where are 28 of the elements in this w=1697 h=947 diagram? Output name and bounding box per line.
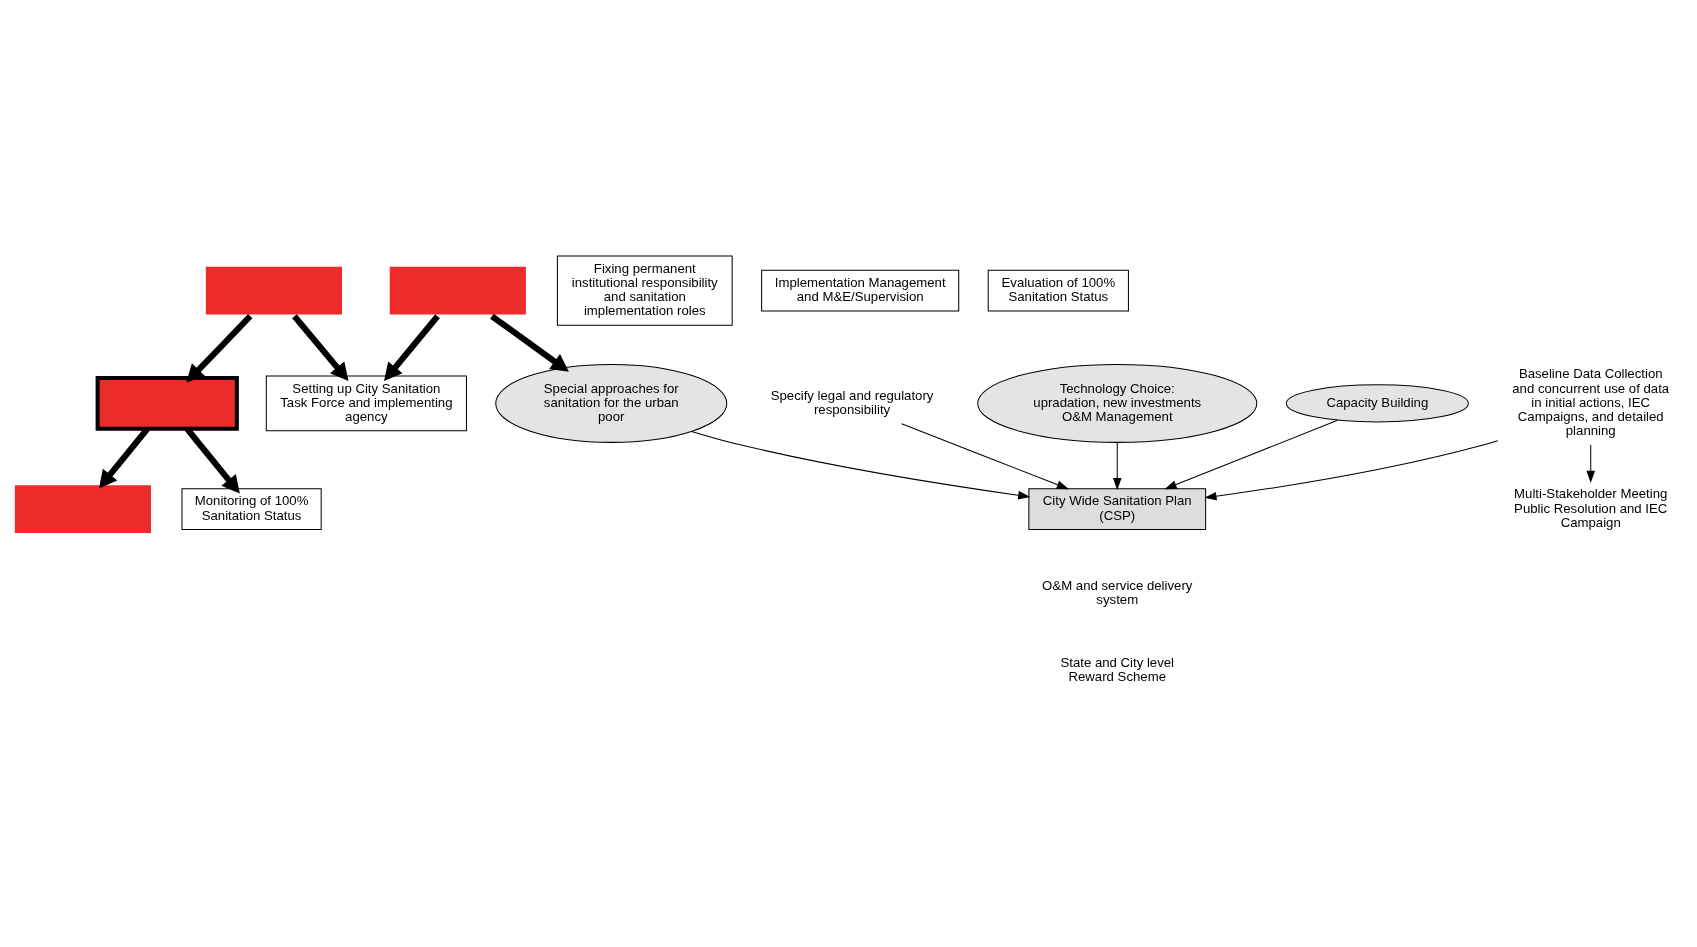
node-box: Monitoring of 100% Sanitation Status bbox=[181, 488, 322, 530]
label: O&M and service delivery system bbox=[1042, 577, 1193, 607]
arrow bbox=[186, 314, 253, 383]
node-box: Setting up City Sanitation Task Force and implementing agency bbox=[265, 375, 467, 432]
node-box: Evaluation of 100% Sanitation Status bbox=[987, 269, 1129, 312]
node-ellipse: Capacity Building bbox=[1285, 384, 1469, 423]
node-box: Fixing permanent institutional responsibility and sanitation implementation roles bbox=[556, 255, 733, 326]
node-ellipse: Technology Choice: upradation, new investments O&M Management bbox=[977, 363, 1258, 443]
arrow bbox=[1204, 440, 1499, 501]
label: State and City level Reward Scheme bbox=[1060, 654, 1175, 685]
arrow bbox=[98, 427, 150, 489]
node-box bbox=[386, 263, 529, 318]
arrow bbox=[901, 423, 1069, 490]
node-text: Specify legal and regulatory responsibility bbox=[770, 387, 934, 417]
arrow bbox=[691, 430, 1031, 500]
arrow bbox=[292, 314, 349, 381]
node-text: Baseline Data Collection and concurrent use of data in initial actions, IEC Campaigns, and detailed planning bbox=[1512, 366, 1670, 439]
node-box: Implementation Management and M&E/Supervision bbox=[761, 269, 960, 312]
arrow bbox=[490, 313, 569, 372]
arrow bbox=[384, 314, 440, 381]
node-box bbox=[95, 375, 239, 431]
arrow bbox=[1112, 441, 1122, 491]
arrow bbox=[1586, 444, 1595, 484]
arrow bbox=[1164, 419, 1339, 490]
node-ellipse: Special approaches for sanitation for the urban poor bbox=[495, 363, 728, 443]
node-text: Multi-Stakeholder Meeting Public Resolution and IEC Campaign bbox=[1514, 486, 1668, 530]
arrow bbox=[184, 427, 240, 494]
node-box: City Wide Sanitation Plan (CSP) bbox=[1028, 488, 1207, 530]
